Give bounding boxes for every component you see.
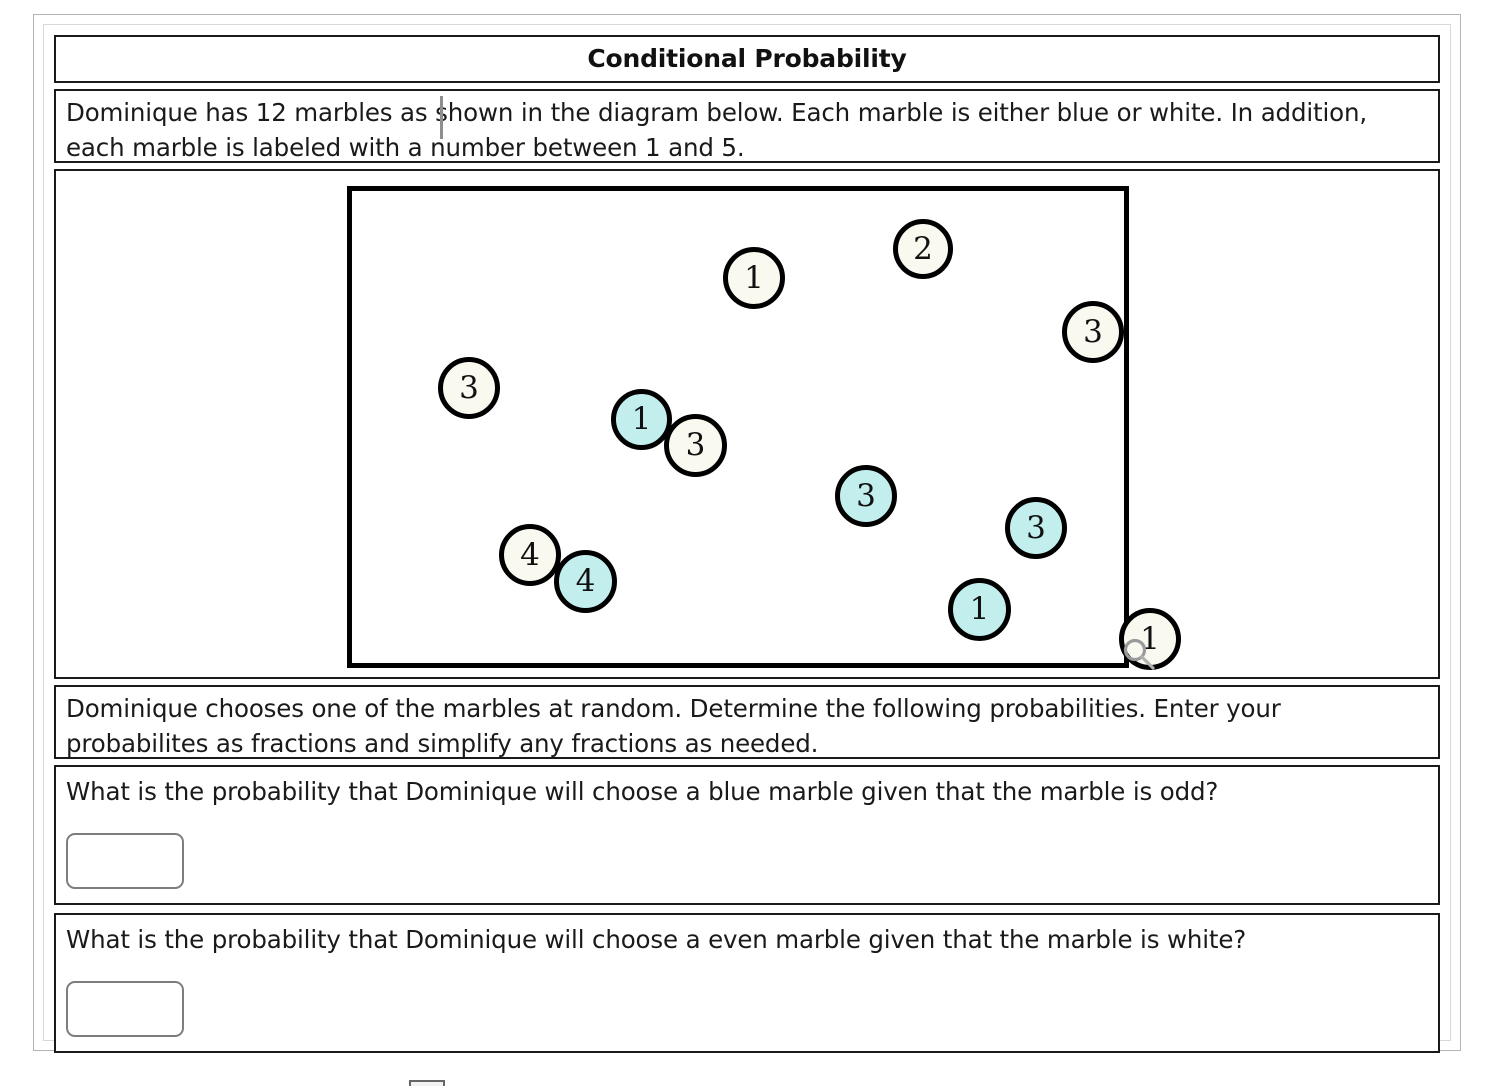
question-panel-1: What is the probability that Dominique w… [54,765,1440,905]
marble-label: 3 [1083,313,1103,350]
marble-white-3: 3 [438,357,500,419]
marble-blue-4: 4 [554,550,617,613]
marble-blue-3: 3 [835,465,897,527]
marble-label: 4 [520,536,540,573]
question-text-2: What is the probability that Dominique w… [66,925,1247,954]
marble-label: 1 [631,401,652,437]
marble-white-3: 3 [1062,301,1124,363]
marble-blue-1: 1 [948,578,1011,641]
instructions-text: Dominique chooses one of the marbles at … [66,694,1281,758]
question-text-1: What is the probability that Dominique w… [66,777,1219,806]
title-panel: Conditional Probability [54,35,1440,83]
instructions-panel: Dominique chooses one of the marbles at … [54,685,1440,759]
marble-white-3: 3 [664,414,727,477]
intro-panel: Dominique has 12 marbles as shown in the… [54,89,1440,163]
marble-label: 3 [685,427,706,463]
marble-white-1: 1 [1119,608,1181,670]
worksheet-inner-frame: Conditional Probability Dominique has 12… [43,24,1451,1053]
marble-label: 4 [575,563,596,599]
marble-label: 1 [744,259,764,296]
page-title: Conditional Probability [587,44,907,73]
marble-label: 3 [459,369,479,406]
marble-white-2: 2 [893,219,953,279]
marble-label: 3 [1026,509,1046,546]
text-caret [440,96,443,139]
worksheet-page-frame: Conditional Probability Dominique has 12… [33,14,1461,1053]
answer-input-1[interactable] [66,833,184,889]
marble-label: 1 [1140,620,1160,657]
marble-label: 3 [856,477,876,514]
intro-text: Dominique has 12 marbles as shown in the… [66,98,1367,162]
marble-blue-3: 3 [1005,497,1067,559]
marble-white-1: 1 [723,247,785,309]
marble-label: 1 [969,591,990,627]
marble-label: 2 [913,230,933,267]
marble-blue-1: 1 [611,389,672,450]
question-panel-2: What is the probability that Dominique w… [54,913,1440,1053]
answer-input-2[interactable] [66,981,184,1037]
marble-white-4: 4 [499,524,561,586]
clipped-bottom-control[interactable] [409,1080,445,1086]
